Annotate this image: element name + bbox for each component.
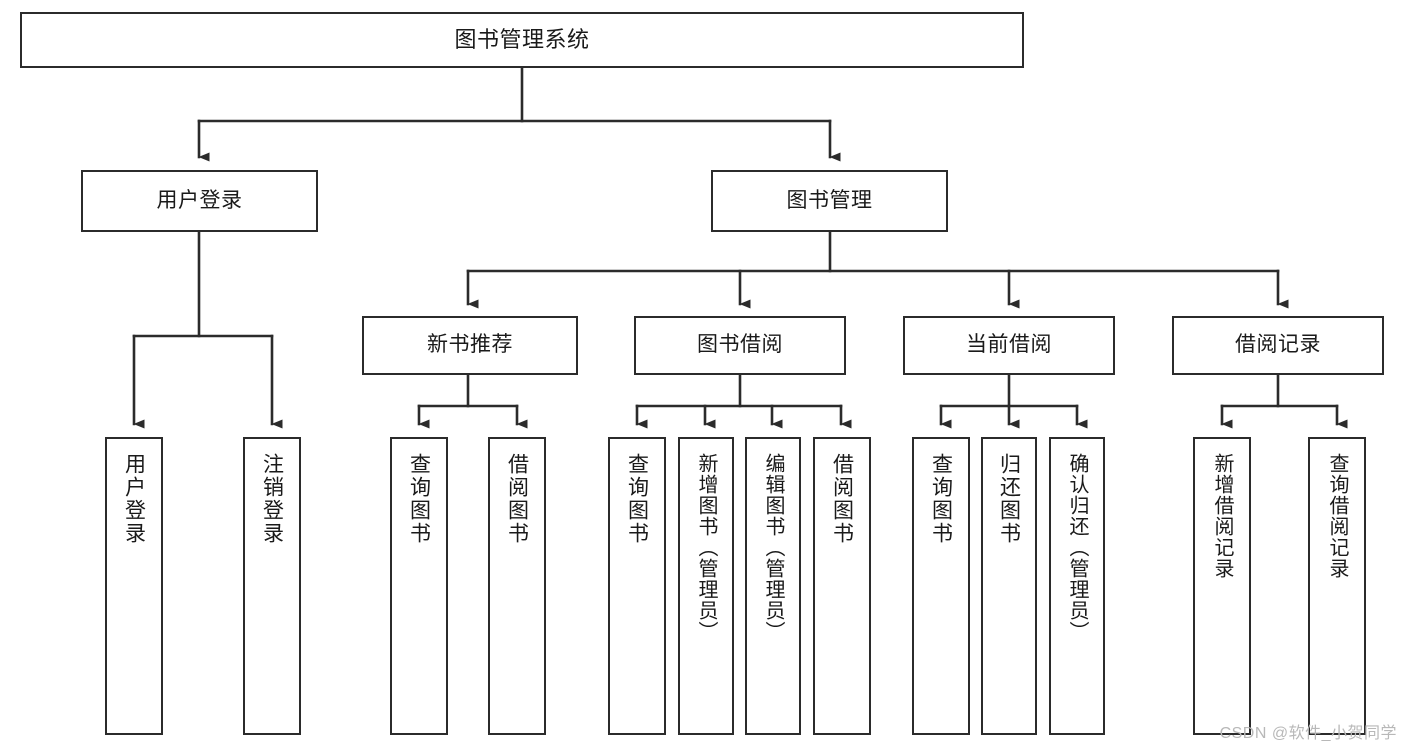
leaf-query-book-recommend[interactable]: 查询图书 <box>390 437 448 735</box>
node-label: 借阅图书 <box>830 453 854 545</box>
node-book-borrow[interactable]: 图书借阅 <box>634 316 846 375</box>
node-label: 查询借阅记录 <box>1326 453 1348 579</box>
node-label: 查询图书 <box>929 453 953 545</box>
node-label: 用户登录 <box>122 453 146 545</box>
leaf-return-book[interactable]: 归还图书 <box>981 437 1037 735</box>
node-label: 归还图书 <box>997 453 1021 545</box>
node-label: 借阅记录 <box>1235 333 1321 357</box>
node-label: 用户登录 <box>156 188 243 212</box>
leaf-query-borrow-record[interactable]: 查询借阅记录 <box>1308 437 1366 735</box>
node-user-login[interactable]: 用户登录 <box>81 170 318 232</box>
node-label: 查询图书 <box>407 453 431 545</box>
node-book-management[interactable]: 图书管理 <box>711 170 948 232</box>
leaf-query-book-current[interactable]: 查询图书 <box>912 437 970 735</box>
leaf-logout[interactable]: 注销登录 <box>243 437 301 735</box>
node-new-book-recommend[interactable]: 新书推荐 <box>362 316 578 375</box>
node-label: 编辑图书（管理员） <box>762 453 784 642</box>
node-label: 注销登录 <box>260 453 284 545</box>
node-current-borrow[interactable]: 当前借阅 <box>903 316 1115 375</box>
leaf-query-book-borrow[interactable]: 查询图书 <box>608 437 666 735</box>
leaf-add-book-admin[interactable]: 新增图书（管理员） <box>678 437 734 735</box>
leaf-confirm-return-admin[interactable]: 确认归还（管理员） <box>1049 437 1105 735</box>
node-label: 借阅图书 <box>505 453 529 545</box>
leaf-add-borrow-record[interactable]: 新增借阅记录 <box>1193 437 1251 735</box>
node-root-system[interactable]: 图书管理系统 <box>20 12 1024 68</box>
csdn-watermark: CSDN @软件_小贺同学 <box>1219 725 1397 742</box>
node-label: 确认归还（管理员） <box>1066 453 1088 642</box>
node-borrow-record[interactable]: 借阅记录 <box>1172 316 1384 375</box>
leaf-edit-book-admin[interactable]: 编辑图书（管理员） <box>745 437 801 735</box>
node-label: 图书管理 <box>786 188 873 212</box>
leaf-user-login[interactable]: 用户登录 <box>105 437 163 735</box>
node-label: 新书推荐 <box>427 333 513 357</box>
node-label: 新增借阅记录 <box>1211 453 1233 579</box>
node-label: 查询图书 <box>625 453 649 545</box>
leaf-borrow-book-recommend[interactable]: 借阅图书 <box>488 437 546 735</box>
node-label: 新增图书（管理员） <box>695 453 717 642</box>
node-label: 图书借阅 <box>697 333 783 357</box>
node-label: 当前借阅 <box>966 333 1052 357</box>
leaf-borrow-book[interactable]: 借阅图书 <box>813 437 871 735</box>
node-label: 图书管理系统 <box>454 27 590 53</box>
